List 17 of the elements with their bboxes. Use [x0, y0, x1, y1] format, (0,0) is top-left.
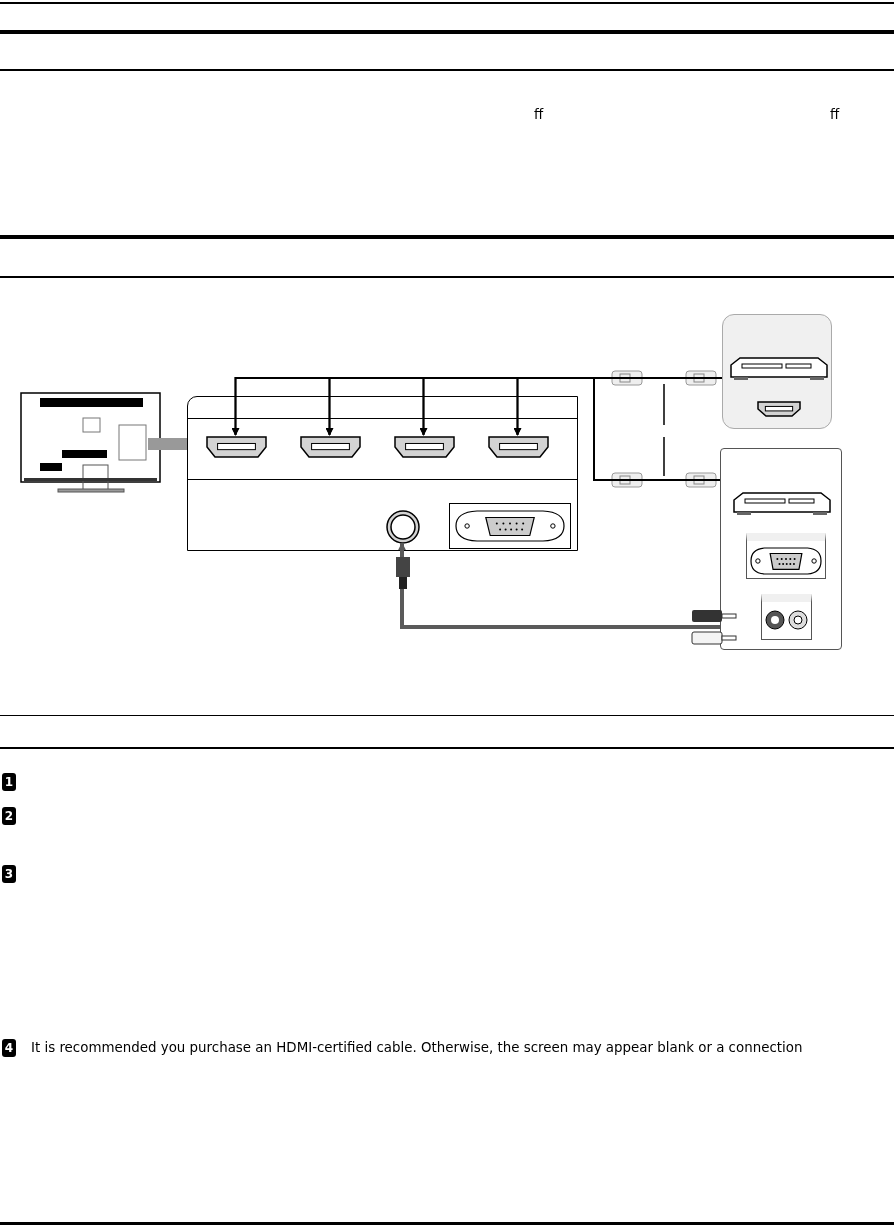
- callout-number: 2: [2, 807, 16, 825]
- audio-cable: [398, 542, 720, 629]
- audio-jack: [386, 510, 420, 544]
- callout-number: 3: [2, 865, 16, 883]
- callout-number: 1: [2, 773, 16, 791]
- hdmi-port: [300, 436, 361, 458]
- connector-panel: [187, 396, 578, 551]
- hdmi-port: [206, 436, 267, 458]
- note-text: It is recommended you purchase an HDMI-certified cable. Otherwise, the screen may appear blank or a connection: [31, 1039, 803, 1057]
- ligature-text: ff: [830, 106, 840, 124]
- vga-port: [449, 503, 571, 549]
- hdmi-port: [488, 436, 549, 458]
- ligature-text: ff: [534, 106, 544, 124]
- source-device-panel: [722, 314, 832, 429]
- hdmi-port: [394, 436, 455, 458]
- computer-panel: [720, 448, 842, 650]
- callout-number: 4: [2, 1039, 16, 1057]
